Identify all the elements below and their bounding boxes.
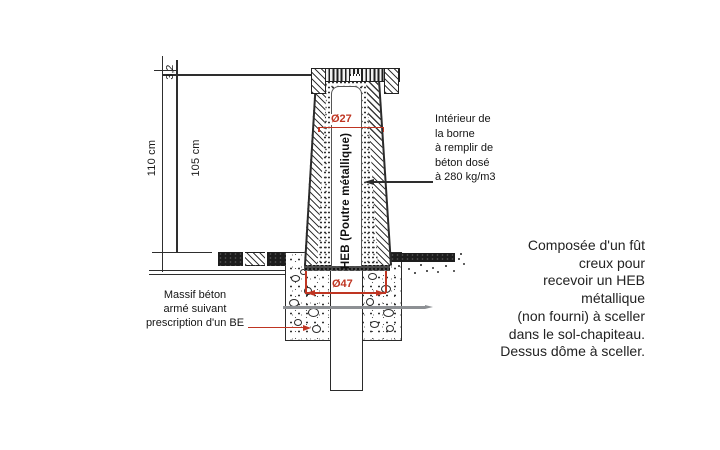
dim-110-line <box>161 56 163 272</box>
interior-leader-arrow <box>364 178 374 185</box>
mortar-band <box>304 263 390 271</box>
pavement-left <box>218 252 286 266</box>
rebar-tip <box>425 305 433 309</box>
dia47-ext-left <box>305 271 307 293</box>
interior-note: Intérieur de la borne à remplir de béton… <box>435 113 496 184</box>
bollard-cap-notch <box>350 74 361 81</box>
dia27-tick-left <box>318 126 320 132</box>
massif-leader-line <box>248 327 305 329</box>
interior-leader-line <box>369 181 433 183</box>
dia27-tick-right <box>382 126 384 132</box>
dia47-arrow-left <box>306 289 315 296</box>
pavement-right <box>385 253 455 262</box>
heb-label: HEB (Poutre métallique) <box>340 132 352 270</box>
ground-line-lower <box>149 273 286 275</box>
dia47-arrow-right <box>376 289 385 296</box>
dim-shaft-height-label: 105 cm <box>190 139 202 177</box>
dim-tick-top <box>154 69 177 71</box>
dia47-ext-right <box>385 271 387 293</box>
dia27-line <box>318 126 384 128</box>
dim-tick-ground <box>152 251 212 253</box>
rebar-line <box>283 306 425 309</box>
dia27-label: Ø27 <box>330 113 353 125</box>
dim-total-height-label: 110 cm <box>146 139 158 177</box>
bollard-cap-corner-left <box>311 68 326 94</box>
massif-leader-arrow <box>303 324 311 331</box>
dim-extension-line-top <box>162 74 311 76</box>
dia47-label: Ø47 <box>331 278 354 290</box>
dim-cap-label: 3,2 <box>164 64 176 80</box>
dia47-line <box>305 292 386 294</box>
bollard-cap-corner-right <box>384 68 399 94</box>
ground-line-upper <box>149 269 286 271</box>
dim-105-line <box>176 60 178 252</box>
massif-note: Massif béton armé suivant prescription d… <box>145 289 245 329</box>
description-note: Composée d'un fût creux pour recevoir un… <box>500 237 645 360</box>
